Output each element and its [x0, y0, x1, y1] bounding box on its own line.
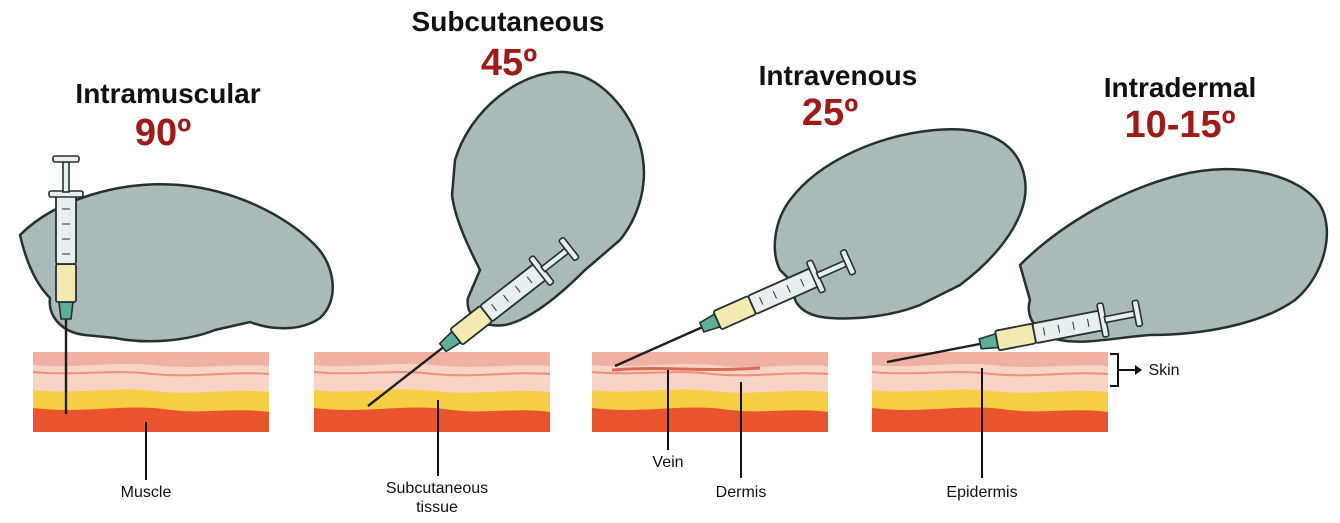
label-muscle: Muscle	[121, 483, 172, 502]
label-subcutaneous-tissue: Subcutaneous tissue	[386, 479, 488, 517]
label-dermis: Dermis	[716, 483, 767, 502]
skin-bracket	[1110, 354, 1118, 386]
skin-arrow-head	[1135, 365, 1142, 375]
gloved-hand-icon	[1020, 169, 1327, 342]
angle-intramuscular: 90º	[135, 112, 191, 155]
title-intramuscular: Intramuscular	[75, 78, 260, 110]
tissue-block-intradermal	[872, 352, 1108, 432]
angle-subcutaneous: 45º	[481, 42, 537, 85]
angle-intradermal: 10-15º	[1124, 104, 1235, 147]
label-epidermis: Epidermis	[946, 483, 1017, 502]
tissue-block-subcutaneous	[314, 352, 550, 432]
tissue-block-intravenous	[592, 352, 828, 432]
label-vein: Vein	[652, 453, 683, 472]
title-subcutaneous: Subcutaneous	[412, 6, 605, 38]
title-intradermal: Intradermal	[1104, 72, 1257, 104]
label-skin: Skin	[1148, 361, 1179, 380]
gloved-hand-icon	[775, 129, 1026, 318]
angle-intravenous: 25º	[802, 92, 858, 135]
gloved-hand-icon	[452, 72, 644, 326]
vein-line	[612, 368, 760, 370]
title-intravenous: Intravenous	[759, 60, 918, 92]
tissue-block-intramuscular	[33, 352, 269, 432]
